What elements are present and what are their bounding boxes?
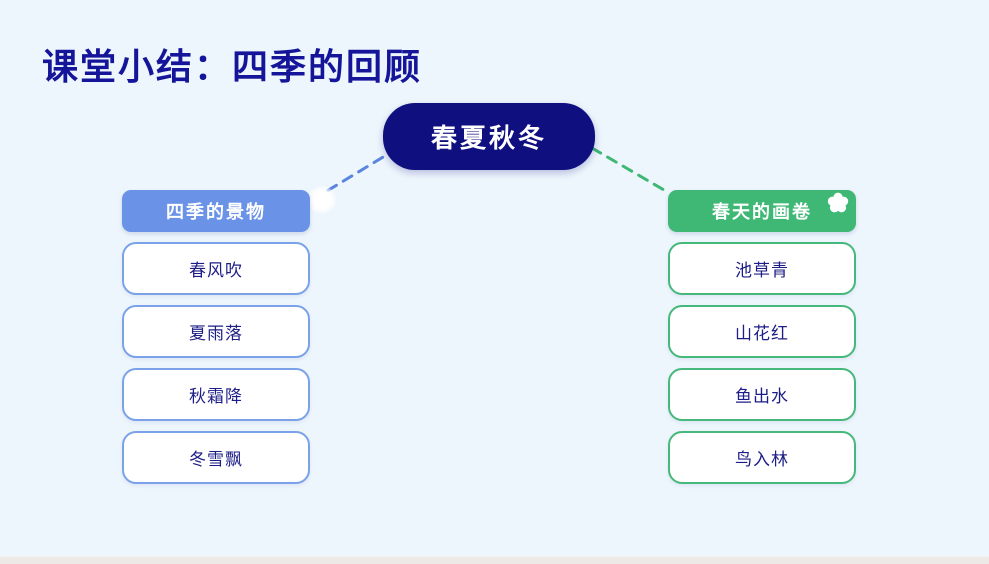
branch-header-seasons: 四季的景物	[122, 190, 310, 232]
flower-icon	[827, 192, 849, 213]
item-label: 秋霜降	[189, 387, 243, 406]
branch-right: 春天的画卷 池草青 山花红 鱼出水 鸟入林	[668, 190, 856, 484]
mindmap-item: 山花红	[668, 305, 856, 358]
mindmap-item: 秋霜降	[122, 368, 310, 421]
item-label: 鱼出水	[735, 387, 789, 406]
bottom-edge-strip	[0, 556, 989, 564]
item-label: 池草青	[735, 261, 789, 280]
branch-header-label: 四季的景物	[166, 202, 266, 222]
mindmap-item: 冬雪飘	[122, 431, 310, 484]
item-label: 春风吹	[189, 261, 243, 280]
item-label: 鸟入林	[735, 450, 789, 469]
branch-header-spring: 春天的画卷	[668, 190, 856, 232]
root-node: 春夏秋冬	[383, 103, 595, 170]
mindmap-item: 夏雨落	[122, 305, 310, 358]
connector-right-line	[590, 146, 666, 192]
item-label: 冬雪飘	[189, 450, 243, 469]
root-node-label: 春夏秋冬	[430, 123, 547, 153]
connector-left-line	[320, 146, 400, 196]
mindmap-item: 池草青	[668, 242, 856, 295]
item-label: 山花红	[735, 324, 789, 343]
branch-left: 四季的景物 春风吹 夏雨落 秋霜降 冬雪飘	[122, 190, 310, 484]
mindmap-item: 鱼出水	[668, 368, 856, 421]
mindmap-item: 春风吹	[122, 242, 310, 295]
item-label: 夏雨落	[189, 324, 243, 343]
branch-header-label: 春天的画卷	[712, 202, 812, 222]
page-title: 课堂小结：四季的回顾	[42, 46, 423, 87]
mindmap-item: 鸟入林	[668, 431, 856, 484]
glow-dot	[308, 186, 336, 214]
